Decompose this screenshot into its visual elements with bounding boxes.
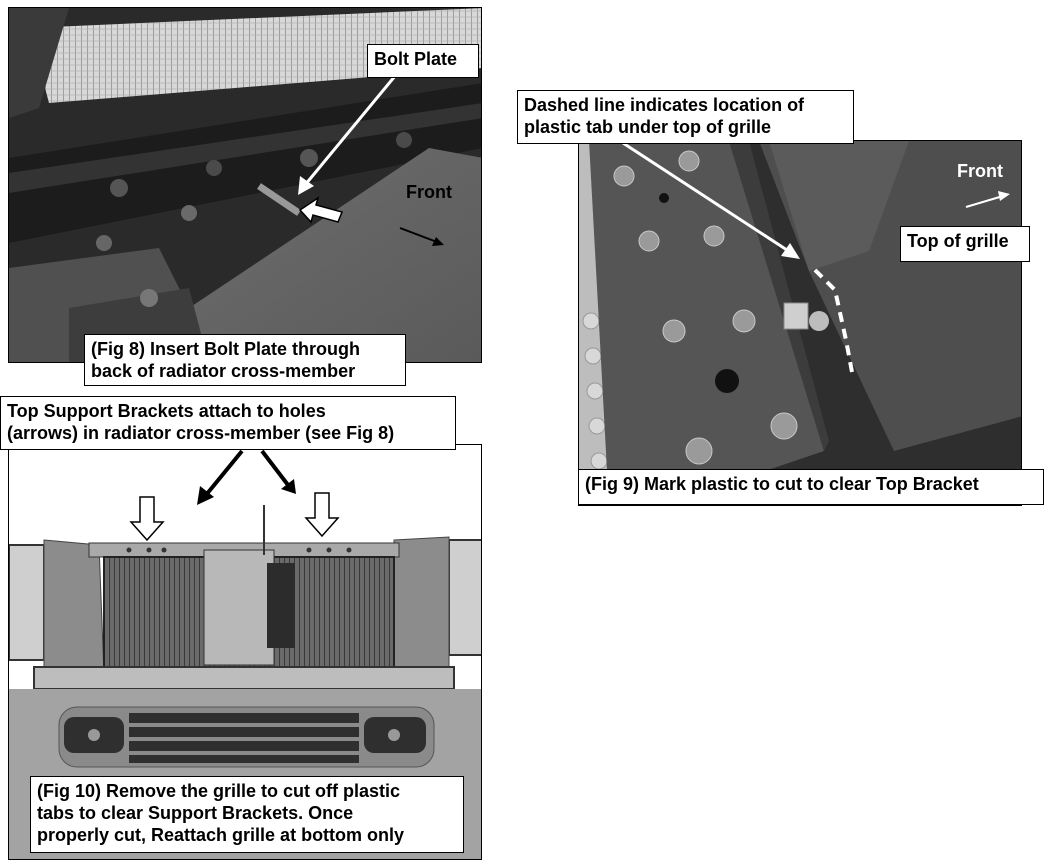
fig9-caption: (Fig 9) Mark plastic to cut to clear Top… [578, 469, 1044, 505]
fig8-caption: (Fig 8) Insert Bolt Plate through back o… [84, 334, 406, 386]
fig8-bolt-plate-label: Bolt Plate [367, 44, 479, 78]
fig9-photo [578, 140, 1022, 506]
fig9-top-of-grille-label: Top of grille [900, 226, 1030, 262]
fig10-caption: (Fig 10) Remove the grille to cut off pl… [30, 776, 464, 853]
fig10-support-brackets-label: Top Support Brackets attach to holes (ar… [0, 396, 456, 450]
fig8-front-label: Front [406, 182, 452, 202]
fig9-dashed-line-label: Dashed line indicates location of plasti… [517, 90, 854, 144]
fig9-front-label: Front [957, 161, 1003, 181]
